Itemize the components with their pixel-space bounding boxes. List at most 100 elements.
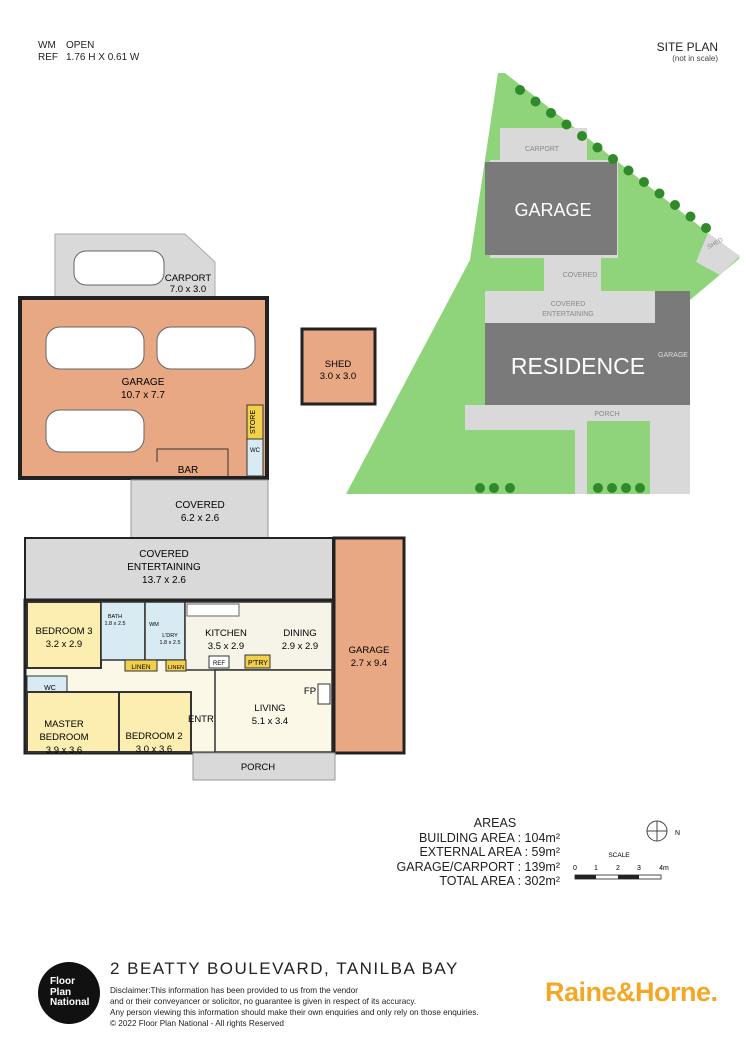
- external-area: EXTERNAL AREA : 59m²: [419, 845, 560, 859]
- raine-horne-logo: Raine&Horne.: [545, 977, 718, 1007]
- bedroom2-name: BEDROOM 2: [125, 731, 182, 742]
- pantry: [244, 654, 271, 669]
- bedroom3-dims: 3.2 x 2.9: [46, 639, 82, 650]
- disclaimer-line: Disclaimer:This information has been pro…: [110, 986, 359, 995]
- scale-tick: 3: [637, 865, 641, 872]
- garage-side-name: GARAGE: [349, 645, 390, 656]
- tree-icon: [530, 96, 541, 107]
- tree-icon: [607, 483, 617, 493]
- car-icon: [45, 326, 145, 370]
- legend-row-ref: REF 1.76 H X 0.61 W: [38, 52, 139, 64]
- tree-icon: [623, 165, 634, 176]
- tree-icon: [608, 154, 618, 164]
- tree-icon: [592, 142, 603, 153]
- covered-name: COVERED: [175, 500, 224, 511]
- areas-title: AREAS: [473, 816, 517, 830]
- garage-wc-label: WC: [250, 448, 261, 454]
- bar-label: BAR: [178, 465, 199, 476]
- scale-tick: 1: [594, 865, 598, 872]
- legend-value: 1.76 H X 0.61 W: [66, 52, 140, 63]
- site-trees: [475, 85, 711, 493]
- site-path: [465, 405, 575, 430]
- linen-cupboard-2: [165, 659, 187, 672]
- tree-icon: [635, 483, 645, 493]
- tree-icon: [621, 483, 631, 493]
- site-covered-label: COVERED: [563, 272, 598, 279]
- areas-panel: AREAS BUILDING AREA : 104m² EXTERNAL ARE…: [390, 816, 560, 889]
- covered-area: [130, 479, 269, 539]
- bedroom2-area: [118, 691, 192, 753]
- ref-label: REF: [213, 661, 225, 667]
- site-residence-building: [485, 323, 655, 419]
- shed-dims: 3.0 x 3.0: [320, 371, 356, 382]
- garage-main-name: GARAGE: [122, 377, 165, 388]
- ldry-dims: 1.8 x 2.5: [159, 640, 180, 646]
- wc-label: WC: [44, 685, 56, 692]
- covered-ent-name: COVERED: [139, 549, 188, 560]
- logo-line: National: [50, 997, 90, 1008]
- site-garage-label: GARAGE: [514, 200, 591, 220]
- garage-main-dims: 10.7 x 7.7: [121, 390, 165, 401]
- legend-key: REF: [38, 52, 58, 63]
- porch-area: [192, 752, 336, 781]
- site-shed: [696, 233, 740, 275]
- tree-icon: [515, 85, 525, 95]
- fp-label: FP: [304, 686, 316, 697]
- bedroom2-dims: 3.0 x 3.6: [136, 744, 172, 755]
- master-name: MASTER: [44, 719, 84, 730]
- bath-area: [100, 601, 146, 661]
- disclaimer: Disclaimer:This information has been pro…: [110, 985, 560, 1029]
- covered-ent-dims: 13.7 x 2.6: [142, 575, 186, 586]
- kitchen-name: KITCHEN: [205, 628, 247, 639]
- covered-ent-name2: ENTERTAINING: [127, 562, 201, 573]
- site-side-garage: [655, 291, 690, 405]
- site-covered: [544, 258, 601, 291]
- site-residence-label: RESIDENCE: [511, 353, 645, 379]
- site-carport: [500, 128, 587, 160]
- logo-line: Floor: [50, 976, 75, 987]
- scale-tick: 0: [573, 865, 577, 872]
- covered-dims: 6.2 x 2.6: [181, 513, 220, 524]
- scale-bar-segment: [575, 875, 596, 879]
- scale-bar-segment: [618, 875, 639, 879]
- fridge-space: [208, 655, 230, 669]
- living-name: LIVING: [254, 703, 285, 714]
- tree-icon: [593, 483, 603, 493]
- site-footpath: [575, 421, 587, 494]
- tree-icon: [475, 483, 485, 493]
- site-side-garage-label: GARAGE: [658, 352, 688, 359]
- site-garage-building: [485, 162, 617, 255]
- kitchen-bench: [186, 603, 240, 617]
- site-plan-subtitle: (not in scale): [672, 54, 718, 63]
- linen2-label: LINEN: [168, 665, 184, 671]
- bar-counter: [156, 448, 229, 476]
- porch-label: PORCH: [241, 762, 275, 773]
- garage-carport-area: GARAGE/CARPORT : 139m²: [396, 859, 560, 874]
- covered-entertaining-area: [24, 537, 334, 601]
- scale-label: SCALE: [608, 852, 630, 859]
- bath-name: BATH: [108, 614, 122, 620]
- scale-tick: 2: [616, 865, 620, 872]
- garage-wc: [246, 438, 264, 477]
- disclaimer-line: Any person viewing this information shou…: [110, 1008, 479, 1017]
- master-name2: BEDROOM: [39, 732, 88, 743]
- master-dims: 3.9 x 3.6: [46, 745, 82, 756]
- tree-icon: [561, 119, 572, 130]
- logo-line: Plan: [50, 986, 72, 998]
- store-label: STORE: [250, 410, 257, 434]
- garage-side-dims: 2.7 x 9.4: [351, 658, 387, 669]
- scale-bar: N SCALE 0 1 2 3 4m: [573, 820, 680, 880]
- property-address: 2 BEATTY BOULEVARD, TANILBA BAY: [110, 959, 459, 978]
- bedroom3-area: [26, 601, 102, 669]
- site-driveway-side: [650, 405, 690, 494]
- legend-key: WM: [38, 40, 56, 51]
- tree-icon: [670, 200, 680, 210]
- floor-plan-national-logo: Floor Plan National: [38, 962, 100, 1024]
- living-area: [214, 669, 333, 753]
- ldry-name: L'DRY: [162, 633, 178, 639]
- site-porch-label: PORCH: [594, 411, 619, 418]
